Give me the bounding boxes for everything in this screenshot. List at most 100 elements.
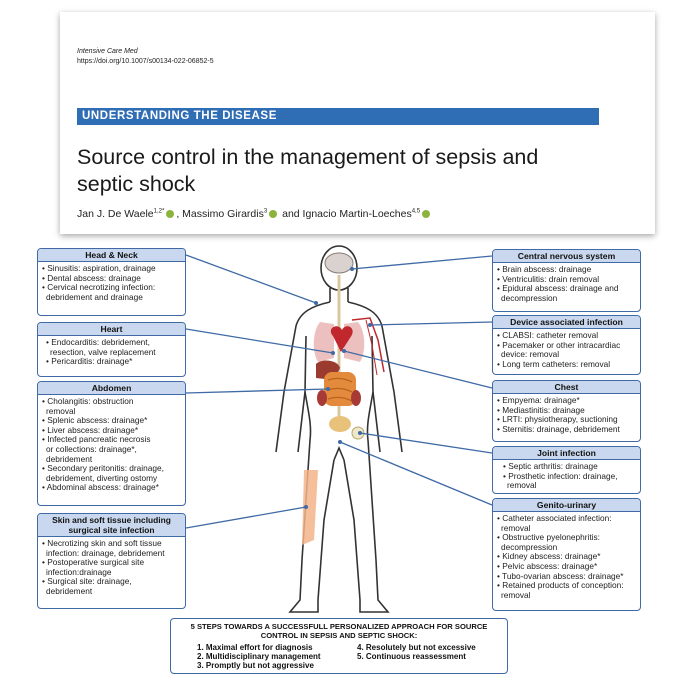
lung-icon — [313, 322, 334, 362]
list-item: • Sternitis: drainage, debridement — [497, 423, 620, 434]
connector-endpoints — [304, 267, 372, 509]
list-item: • Brain abscess: drainage — [497, 264, 592, 274]
list-item: • Abdominal abscess: drainage* — [42, 482, 159, 493]
list-item: • Obstructive pyelonephritis: — [497, 532, 600, 543]
box-list: • CLABSI: catheter removal • Pacemaker o… — [493, 329, 640, 371]
list-item: • Endocarditis: debridement, — [46, 337, 150, 347]
connector-lines — [185, 254, 493, 529]
box-list: • Endocarditis: debridement, resection, … — [38, 336, 185, 369]
list-item: • Pacemaker or other intracardiac — [497, 339, 621, 350]
section-banner: UNDERSTANDING THE DISEASE — [77, 108, 599, 125]
box-list: • Catheter associated infection: removal… — [493, 512, 640, 602]
bladder-icon — [329, 416, 351, 432]
author-affiliation: 4,5 — [411, 208, 421, 215]
list-item: • Pelvic abscess: drainage* — [497, 560, 598, 571]
box-title: Chest — [493, 381, 640, 394]
device-infection-box: Device associated infection • CLABSI: ca… — [492, 315, 641, 375]
list-item: removal — [501, 589, 531, 600]
steps-title-line: CONTROL IN SEPSIS AND SEPTIC SHOCK: — [260, 631, 418, 640]
genito-urinary-box: Genito-urinary • Catheter associated inf… — [492, 498, 641, 611]
heart-icon — [330, 326, 353, 352]
list-item: resection, valve replacement — [50, 346, 156, 357]
box-title: Head & Neck — [38, 249, 185, 262]
list-item: • Infected pancreatic necrosis — [42, 434, 151, 445]
author-affiliation: 3 — [263, 208, 268, 215]
list-item: • LRTI: physiotherapy, suctioning — [497, 414, 618, 425]
list-item: infection:drainage — [46, 566, 112, 577]
list-item: • CLABSI: catheter removal — [497, 330, 599, 340]
cns-box: Central nervous system • Brain abscess: … — [492, 249, 641, 312]
box-list: • Sinusitis: aspiration, drainage • Dent… — [38, 262, 185, 304]
author-name[interactable]: and Ignacio Martin-Loeches — [279, 208, 412, 220]
list-item: infection: drainage, debridement — [46, 547, 165, 558]
list-item: • Sinusitis: aspiration, drainage — [42, 263, 156, 273]
abdomen-box: Abdomen • Cholangitis: obstruction remov… — [37, 381, 186, 506]
paper-title: Source control in the management of seps… — [77, 145, 539, 196]
list-item: • Prosthetic infection: drainage, — [503, 470, 618, 481]
doi-link[interactable]: https://doi.org/10.1007/s00134-022-06852… — [77, 58, 214, 65]
list-item: • Cholangitis: obstruction — [42, 396, 134, 406]
list-item: debridement — [46, 585, 93, 596]
catheter-line — [365, 319, 378, 376]
box-title: Heart — [38, 323, 185, 336]
list-item: removal — [46, 405, 76, 416]
orcid-icon[interactable] — [269, 210, 278, 218]
list-item: • Catheter associated infection: — [497, 513, 612, 523]
list-item: • Dental abscess: drainage — [42, 272, 141, 283]
box-list: • Cholangitis: obstruction removal • Spl… — [38, 395, 185, 495]
list-item: • Necrotizing skin and soft tissue — [42, 538, 162, 548]
heart-box: Heart • Endocarditis: debridement, resec… — [37, 322, 186, 377]
list-item: removal — [501, 522, 531, 533]
list-item: or collections: drainage*, — [46, 443, 137, 454]
list-item: • Postoperative surgical site — [42, 557, 145, 568]
step-item: 2. Multidisciplinary management — [197, 652, 321, 661]
list-item: decompression — [501, 292, 558, 303]
box-title: Skin and soft tissue including surgical … — [38, 514, 185, 537]
list-item: • Splenic abscess: drainage* — [42, 415, 148, 426]
list-item: • Long term catheters: removal — [497, 358, 611, 369]
step-item: 4. Resolutely but not excessive — [357, 643, 476, 652]
catheter-icon — [351, 317, 385, 373]
list-item: • Empyema: drainage* — [497, 395, 580, 405]
box-title: Device associated infection — [493, 316, 640, 329]
box-title: Central nervous system — [493, 250, 640, 263]
author-name[interactable]: , Massimo Girardis — [176, 208, 264, 220]
kidney-icon — [317, 390, 327, 406]
list-item: • Mediastinitis: drainage — [497, 404, 585, 415]
list-item: device: removal — [501, 349, 560, 360]
list-item: debridement — [46, 453, 93, 464]
step-item: 5. Continuous reassessment — [357, 652, 466, 661]
box-list: • Necrotizing skin and soft tissue infec… — [38, 537, 185, 599]
step-item: 3. Promptly but not aggressive — [197, 661, 314, 670]
skin-soft-tissue-box: Skin and soft tissue including surgical … — [37, 513, 186, 609]
list-item: debridement and drainage — [46, 291, 143, 302]
box-list: • Brain abscess: drainage • Ventriculiti… — [493, 263, 640, 305]
author-affiliation: 1,2* — [153, 208, 165, 215]
author-name[interactable]: Jan J. De Waele — [77, 208, 154, 220]
list-item: debridement, diverting ostomy — [46, 472, 158, 483]
intestine-folds — [327, 377, 353, 402]
list-item: • Tubo-ovarian abscess: drainage* — [497, 570, 624, 581]
list-item: removal — [507, 480, 537, 491]
step-item: 1. Maximal effort for diagnosis — [197, 643, 313, 652]
kidney-icon — [351, 390, 361, 406]
box-title: Joint infection — [493, 447, 640, 460]
list-item: • Surgical site: drainage, — [42, 576, 132, 587]
journal-name: Intensive Care Med — [77, 48, 138, 55]
list-item: • Epidural abscess: drainage and — [497, 283, 619, 294]
list-item: • Kidney abscess: drainage* — [497, 551, 601, 562]
list-item: • Liver abscess: drainage* — [42, 424, 139, 435]
list-item: • Secondary peritonitis: drainage, — [42, 463, 164, 474]
orcid-icon[interactable] — [422, 210, 431, 218]
orcid-icon[interactable] — [166, 210, 175, 218]
leg-soft-tissue-icon — [302, 470, 318, 545]
chest-box: Chest • Empyema: drainage* • Mediastinit… — [492, 380, 641, 442]
list-item: • Ventriculitis: drain removal — [497, 273, 600, 284]
joint-infection-box: Joint infection • Septic arthritis: drai… — [492, 446, 641, 494]
list-item: decompression — [501, 541, 558, 552]
brain-icon — [324, 252, 354, 274]
five-steps-box: 5 STEPS TOWARDS A SUCCESSFULL PERSONALIZ… — [170, 618, 508, 674]
list-item: • Retained products of conception: — [497, 580, 624, 591]
steps-title-line: 5 STEPS TOWARDS A SUCCESSFULL PERSONALIZ… — [190, 622, 488, 631]
